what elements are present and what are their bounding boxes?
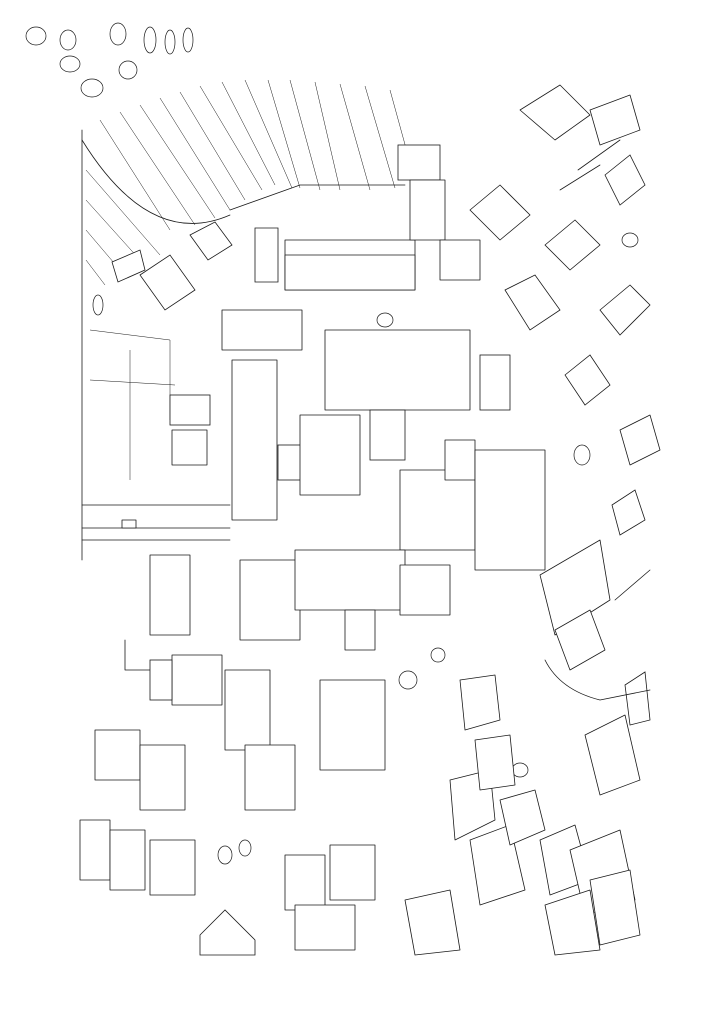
- tree-cluster-top-left: [25, 22, 194, 98]
- houses-right: [404, 84, 661, 956]
- fields-top-left: [81, 79, 413, 561]
- road-horizontal: [81, 504, 231, 541]
- central-complex: [221, 309, 546, 571]
- curved-road-right: [544, 139, 651, 701]
- building-block-top-center: [254, 144, 481, 291]
- houses-left: [111, 221, 233, 466]
- buildings-middle-left: [79, 549, 451, 956]
